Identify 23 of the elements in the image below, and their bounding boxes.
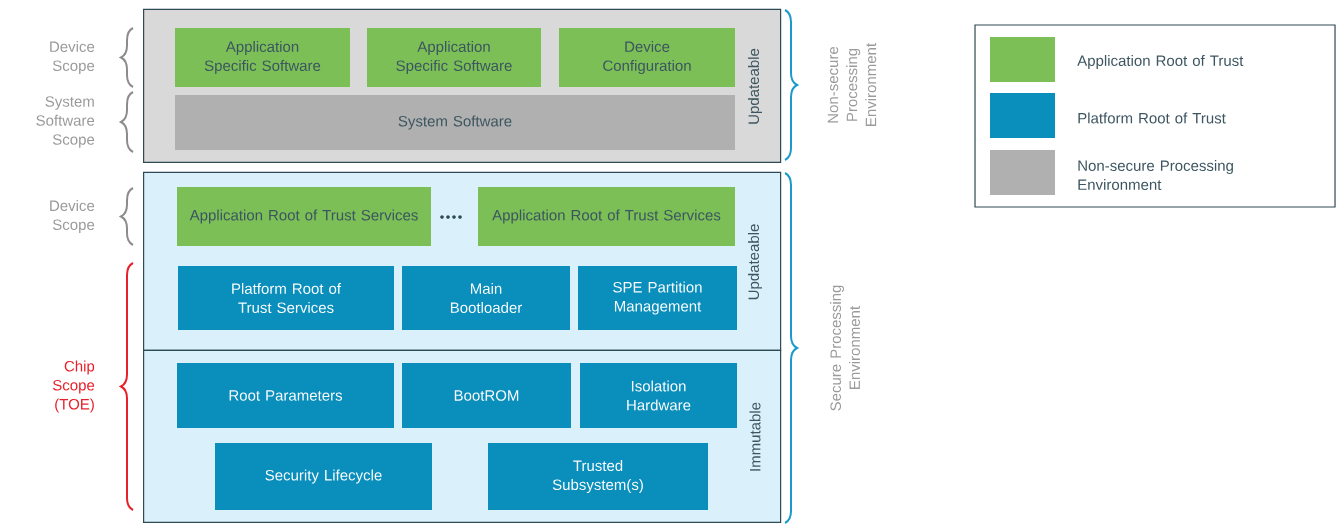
scope-label: Device Scope [50, 200, 95, 233]
scope-label: Device Scope [50, 41, 95, 74]
legend-label: Non-secure Processing Environment [1078, 160, 1233, 190]
component-box: Application Root of Trust Services [478, 187, 735, 246]
component-box: Application Root of Trust Services [177, 187, 431, 246]
environment-label: Non-secure Processing Environment [827, 43, 877, 126]
component-box: Application Specific Software [175, 28, 350, 87]
component-box: BootROM [402, 363, 571, 428]
scope-label: Chip Scope (TOE) [52, 360, 95, 413]
component-box: SPE Partition Management [578, 266, 737, 330]
component-box: Trusted Subsystem(s) [488, 443, 708, 510]
environment-label: Secure Processing Environment [830, 285, 860, 411]
legend-label: Application Root of Trust [1077, 55, 1244, 69]
component-box: Isolation Hardware [580, 363, 737, 428]
component-box: Device Configuration [559, 28, 735, 87]
component-box: Platform Root of Trust Services [178, 266, 394, 330]
scope-label: System Software Scope [36, 96, 95, 148]
component-box: Security Lifecycle [215, 443, 432, 510]
component-box: Main Bootloader [402, 266, 570, 330]
legend-label: Platform Root of Trust [1078, 112, 1226, 124]
component-box: Application Specific Software [367, 28, 541, 87]
component-box: System Software [175, 95, 735, 150]
component-box: Root Parameters [177, 363, 394, 428]
